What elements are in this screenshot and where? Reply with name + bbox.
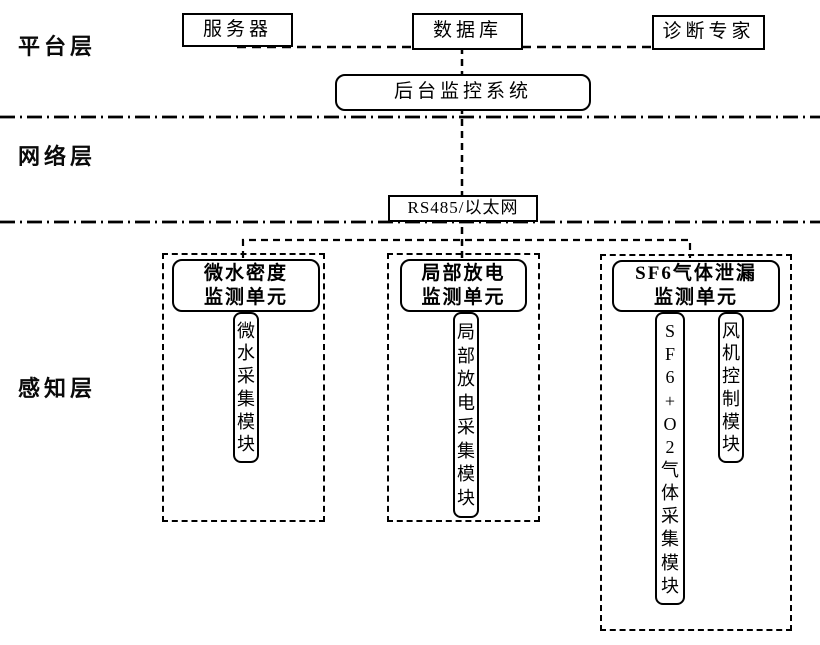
unit-header-line2: 监测单元 xyxy=(653,287,738,308)
node-diagnosis-expert: 诊断专家 xyxy=(652,15,765,50)
unit-header-line1: 局部放电 xyxy=(421,262,506,284)
unit-header-line1: 微水密度 xyxy=(203,262,288,284)
unit-header-partial-discharge: 局部放电 监测单元 xyxy=(400,259,527,312)
module-fan-control: 风机控制模块 xyxy=(718,312,744,463)
unit-header-micro-water: 微水密度 监测单元 xyxy=(172,259,320,312)
node-backend-monitor-system: 后台监控系统 xyxy=(335,74,591,111)
node-server: 服务器 xyxy=(182,13,293,47)
module-micro-water-acquisition: 微水采集模块 xyxy=(233,312,259,463)
node-database: 数据库 xyxy=(412,13,523,50)
layer-label-perception: 感知层 xyxy=(18,376,97,401)
layer-label-platform: 平台层 xyxy=(18,34,97,59)
unit-container-partial-discharge xyxy=(387,253,540,522)
node-rs485-ethernet-bus: RS485/以太网 xyxy=(388,195,538,222)
unit-container-micro-water xyxy=(162,253,325,522)
unit-header-line2: 监测单元 xyxy=(203,286,288,308)
unit-header-line2: 监测单元 xyxy=(421,286,506,308)
unit-header-line1: SF6气体泄漏 xyxy=(635,263,757,284)
layer-label-network: 网络层 xyxy=(18,144,97,169)
unit-container-sf6-leakage xyxy=(600,254,792,631)
unit-header-sf6-leakage: SF6气体泄漏 监测单元 xyxy=(612,260,780,312)
module-partial-discharge-acquisition: 局部放电采集模块 xyxy=(453,312,479,518)
